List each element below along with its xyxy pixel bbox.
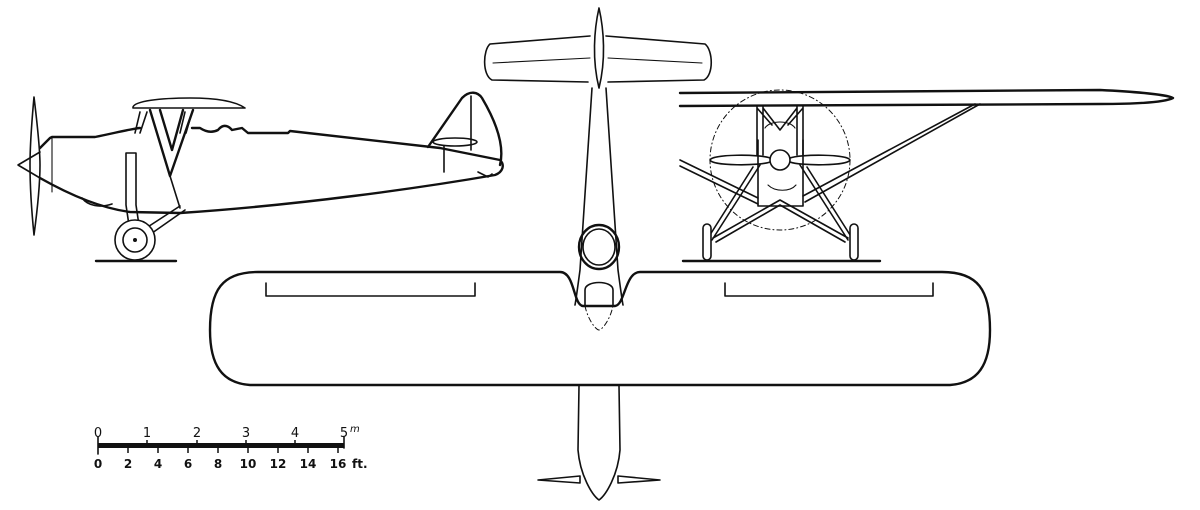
lift-strut-left bbox=[679, 159, 759, 205]
scale-m-0: 0 bbox=[94, 426, 102, 441]
cowling-arcs bbox=[764, 121, 797, 191]
cabane-struts bbox=[756, 105, 804, 156]
cockpit-opening bbox=[577, 223, 621, 271]
gear-front bbox=[707, 164, 853, 243]
wheel-front-left bbox=[702, 223, 712, 261]
scale-m-2: 2 bbox=[193, 426, 201, 441]
scale-ft-6: 6 bbox=[184, 457, 192, 471]
strut-v bbox=[148, 108, 195, 178]
propeller-plan bbox=[537, 475, 661, 484]
aileron-left bbox=[265, 282, 476, 297]
scale-ft-16: 16 bbox=[330, 457, 347, 471]
scale-m-3: 3 bbox=[242, 426, 250, 441]
wing-side bbox=[132, 97, 246, 109]
propeller-front bbox=[709, 154, 851, 166]
scale-ft-10: 10 bbox=[240, 457, 257, 471]
belly-fairing bbox=[81, 197, 113, 207]
strut-v-lower bbox=[169, 175, 181, 209]
scale-m-5: 5 bbox=[340, 426, 348, 441]
tail-fin bbox=[426, 91, 503, 167]
nose-plan bbox=[577, 385, 621, 501]
scale-m-1: 1 bbox=[143, 426, 151, 441]
scale-bar: 0 1 2 3 4 5 m 0 2 4 6 8 10 12 14 16 ft. bbox=[94, 424, 368, 471]
scale-m-4: 4 bbox=[291, 426, 299, 441]
propeller-side bbox=[29, 96, 41, 236]
scale-ft-0: 0 bbox=[94, 457, 102, 471]
wing-plan bbox=[208, 270, 992, 387]
spinner bbox=[17, 151, 41, 179]
fin-plan bbox=[593, 7, 605, 89]
wing-front bbox=[678, 88, 1175, 108]
strut-cabane-rear bbox=[179, 111, 193, 134]
scale-ft-4: 4 bbox=[154, 457, 162, 471]
spinner-front bbox=[769, 149, 791, 171]
side-view bbox=[17, 91, 504, 263]
wheel-front-right bbox=[849, 223, 859, 261]
scale-ft-2: 2 bbox=[124, 457, 132, 471]
tailplane-side bbox=[432, 137, 478, 147]
tailskid bbox=[477, 171, 493, 178]
front-view bbox=[678, 88, 1175, 263]
scale-metric-unit: m bbox=[350, 424, 360, 435]
scale-ft-12: 12 bbox=[270, 457, 287, 471]
strut-n-front bbox=[134, 111, 148, 134]
tailplane-plan bbox=[483, 35, 713, 83]
scale-imperial-unit: ft. bbox=[352, 457, 368, 471]
scale-ft-14: 14 bbox=[300, 457, 317, 471]
fuselage-plan bbox=[574, 87, 624, 306]
windscreen-plan bbox=[584, 281, 614, 307]
plan-view bbox=[208, 7, 992, 501]
aileron-right bbox=[724, 282, 934, 297]
scale-ft-8: 8 bbox=[214, 457, 222, 471]
lift-strut-right bbox=[802, 103, 981, 203]
hidden-nose-outline bbox=[584, 305, 614, 331]
